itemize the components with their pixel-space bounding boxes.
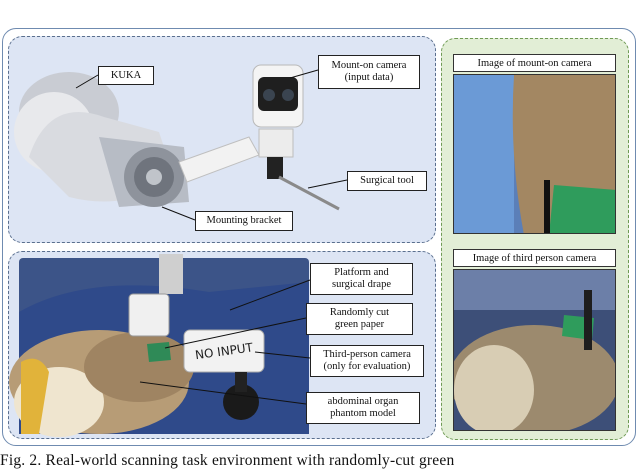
label-platform: Platform and surgical drape [310,263,413,295]
label-phantom: abdominal organ phantom model [306,392,420,424]
label-mount-camera: Mount-on camera (input data) [318,55,420,89]
label-mounting-bracket: Mounting bracket [195,211,293,231]
third-image-title: Image of third person camera [453,249,616,267]
label-kuka: KUKA [98,66,154,85]
label-surgical-tool: Surgical tool [347,171,427,191]
mount-image-title: Image of mount-on camera [453,54,616,72]
robot-arm-illustration [14,64,340,211]
mount-camera-image [453,74,616,234]
label-green-paper: Randomly cut green paper [306,303,413,335]
robot-setup-panel [8,36,436,243]
figure-caption: Fig. 2. Real-world scanning task environ… [0,452,455,469]
third-camera-image [453,269,616,431]
label-third-camera: Third-person camera (only for evaluation… [310,345,424,377]
